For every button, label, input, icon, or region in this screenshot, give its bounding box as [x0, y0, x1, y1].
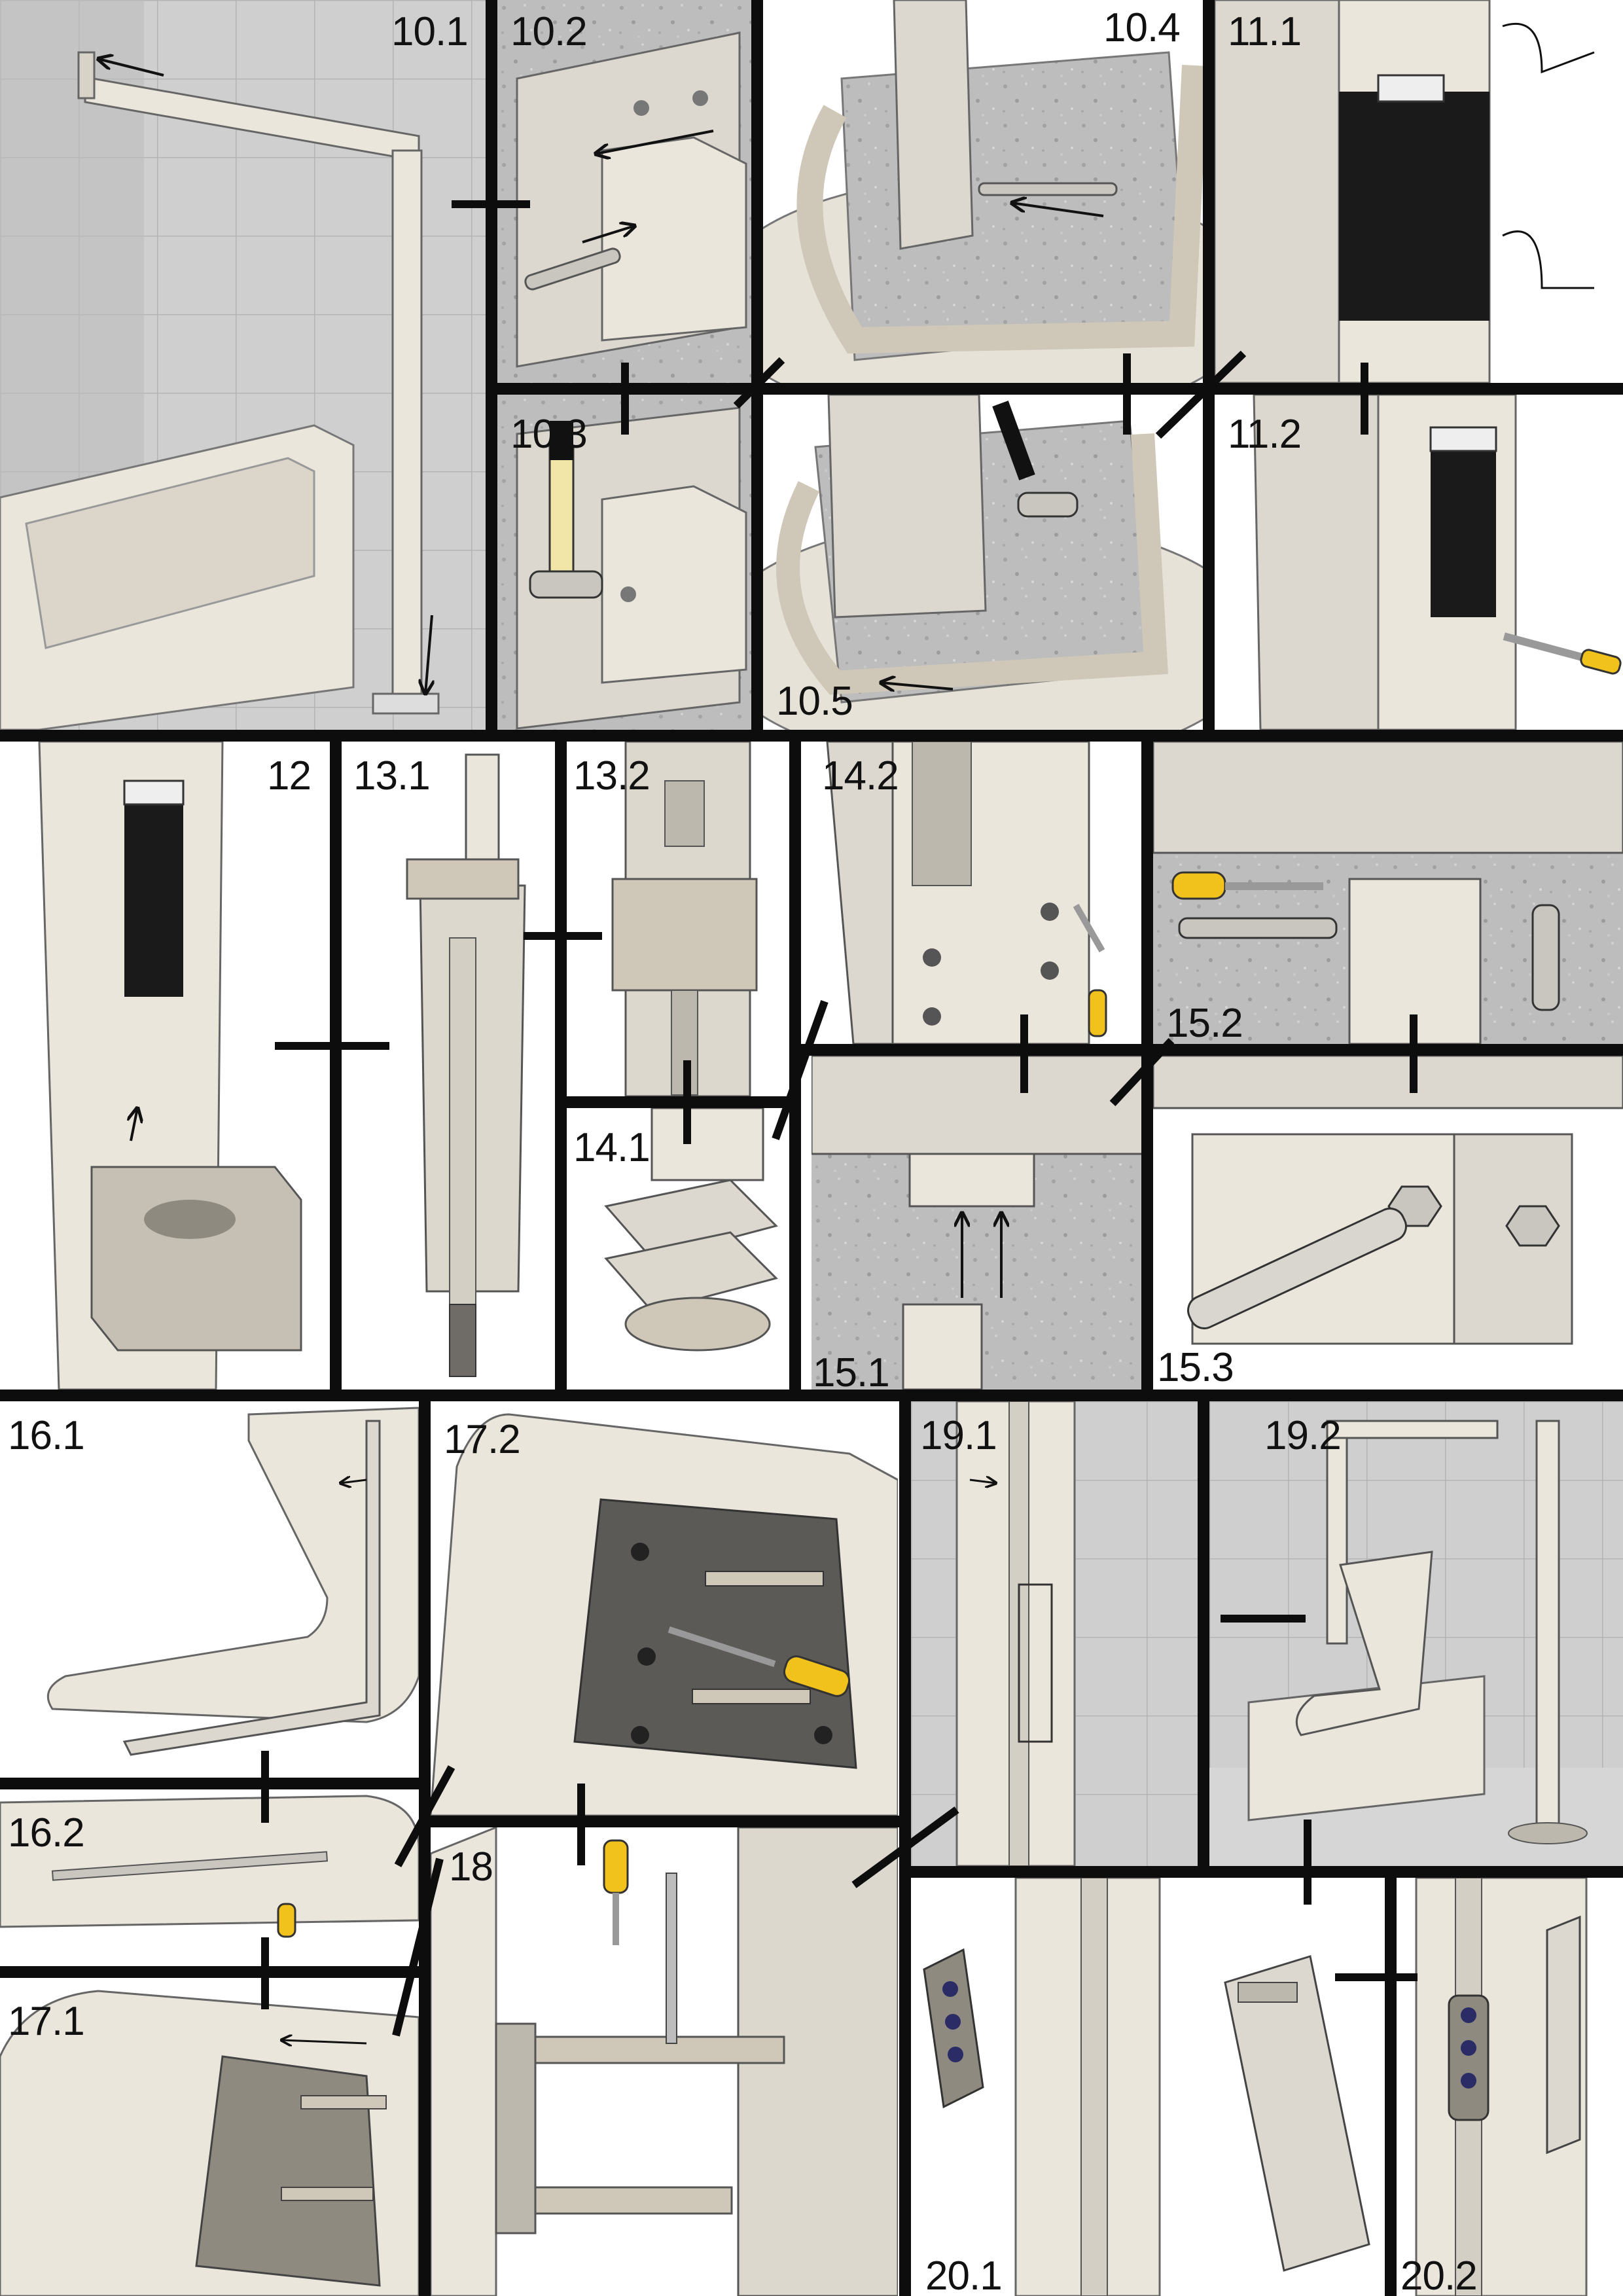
step-label: 13.2 [573, 753, 651, 798]
step-10-1-panel: 10.1 [0, 0, 486, 730]
step-label: 16.2 [8, 1810, 85, 1856]
step-label: 18 [449, 1844, 493, 1890]
seat-underside-screws-illustration [0, 1789, 419, 1966]
seat-rail-illustration [0, 1401, 419, 1778]
post-base-plate-illustration [567, 1108, 789, 1390]
step-label: 20.1 [925, 2253, 1003, 2296]
step-label: 10.2 [510, 9, 588, 54]
step-19-1-panel: 19.1 [911, 1401, 1199, 1866]
post-base-pin-illustration [763, 0, 1203, 383]
step-16-2-panel: 16.2 [0, 1789, 419, 1966]
step-16-1-panel: 16.1 [0, 1401, 419, 1778]
post-cover-installed-illustration [1397, 1878, 1623, 2296]
step-label: 11.1 [1228, 9, 1302, 54]
step-10-5-panel: 10.5 [763, 395, 1203, 730]
step-15-1-panel: 15.1 [812, 1056, 1143, 1390]
nut-wrench-illustration [1153, 1056, 1623, 1390]
post-cover-panel-illustration [911, 1878, 1386, 2296]
step-label: 11.2 [1228, 412, 1302, 457]
post-lower-housing-illustration [0, 742, 331, 1390]
step-13-2-panel: 13.2 [567, 742, 789, 1096]
bracket-pin-illustration [497, 0, 753, 383]
step-15-3-panel: 15.3 [1153, 1056, 1623, 1390]
wall-bar-and-bathtub-illustration [0, 0, 486, 730]
ceiling-bracket-illustration [812, 1056, 1143, 1390]
step-15-2-panel: 15.2 [1153, 742, 1623, 1044]
post-spring-block-illustration [567, 742, 789, 1096]
step-label: 10.1 [391, 9, 469, 54]
seat-bracket-screwdriver-illustration [431, 1401, 898, 1816]
step-label: 20.2 [1400, 2253, 1478, 2296]
step-20-2-panel: 20.2 [1397, 1878, 1623, 2296]
step-label: 19.2 [1264, 1413, 1342, 1458]
step-label: 10.3 [510, 412, 588, 457]
step-label: 15.2 [1166, 1001, 1243, 1044]
step-14-2-panel: 14.2 [801, 742, 1141, 1044]
step-11-2-panel: 11.2 [1215, 395, 1623, 730]
step-label: 13.1 [353, 753, 431, 798]
post-wrench-bolt-illustration [1153, 742, 1623, 1044]
step-11-1-panel: 11.1 [1215, 0, 1623, 383]
step-14-1-panel: 14.1 [567, 1108, 789, 1390]
step-19-2-panel: 19.2 [1209, 1401, 1623, 1866]
post-bolts-screwdriver-illustration [801, 742, 1141, 1044]
step-label: 14.1 [573, 1125, 651, 1170]
post-cut-spindle-illustration [342, 742, 563, 1390]
step-10-4-panel: 10.4 [763, 0, 1203, 383]
post-base-hammer-illustration [763, 395, 1203, 730]
step-10-2-panel: 10.2 [497, 0, 753, 383]
bathtub-seat-installed-illustration [1209, 1401, 1623, 1866]
step-label: 17.1 [8, 1999, 85, 2044]
step-label: 16.1 [8, 1413, 85, 1458]
step-label: 17.2 [444, 1417, 521, 1462]
seat-back-plate-illustration [0, 1978, 419, 2296]
step-label: 10.5 [776, 679, 853, 724]
step-12-panel: 12 [0, 742, 331, 1390]
step-label: 15.1 [813, 1350, 890, 1390]
step-label: 14.2 [822, 753, 899, 798]
step-label: 12 [267, 753, 312, 798]
post-motor-cover-illustration [1215, 0, 1623, 383]
post-side-bracket-illustration [911, 1401, 1199, 1866]
hammer-bracket-illustration [497, 395, 753, 730]
step-label: 10.4 [1103, 5, 1181, 50]
step-17-1-panel: 17.1 [0, 1978, 419, 2296]
seat-arm-bolts-illustration [431, 1827, 898, 2296]
step-18-panel: 18 [431, 1827, 898, 2296]
step-10-3-panel: 10.3 [497, 395, 753, 730]
step-20-1-panel: 20.1 [911, 1878, 1386, 2296]
post-screwdriver-illustration [1215, 395, 1623, 730]
step-13-1-panel: 13.1 [342, 742, 563, 1390]
step-label: 19.1 [920, 1413, 997, 1458]
step-label: 15.3 [1157, 1345, 1234, 1390]
step-17-2-panel: 17.2 [431, 1401, 898, 1816]
